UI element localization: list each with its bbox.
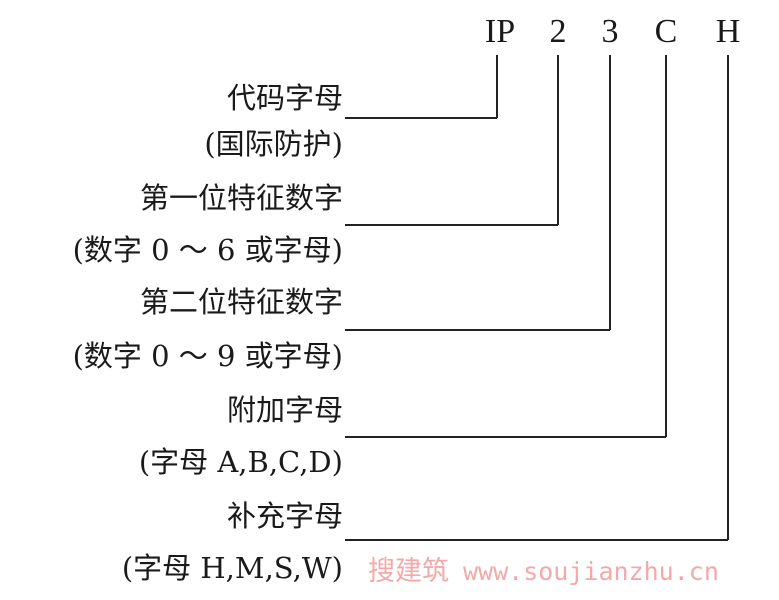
watermark-url: www.soujianzhu.cn	[463, 557, 719, 586]
code-ip: IP	[484, 13, 516, 50]
label-supplementary-letter-note: (字母 H,M,S,W)	[121, 551, 343, 585]
code-supplementary-letter: H	[715, 13, 741, 50]
label-second-digit-note: (数字 0 ～ 9 或字母)	[72, 339, 343, 373]
code-second-digit: 3	[601, 13, 619, 50]
label-first-digit-note: (数字 0 ～ 6 或字母)	[72, 233, 343, 267]
label-supplementary-letter-title: 补充字母	[226, 499, 343, 533]
code-first-digit: 2	[549, 13, 567, 50]
label-additional-letter-title: 附加字母	[226, 393, 343, 427]
label-additional-letter-note: (字母 A,B,C,D)	[138, 445, 343, 479]
watermark: 搜建筑 www.soujianzhu.cn	[368, 556, 719, 588]
label-code-letters-title: 代码字母	[226, 81, 343, 115]
label-first-digit-title: 第一位特征数字	[139, 181, 343, 215]
watermark-site-name: 搜建筑	[368, 556, 449, 587]
code-additional-letter: C	[654, 13, 678, 50]
label-code-letters-note: (国际防护)	[204, 127, 343, 161]
label-second-digit-title: 第二位特征数字	[139, 285, 343, 319]
